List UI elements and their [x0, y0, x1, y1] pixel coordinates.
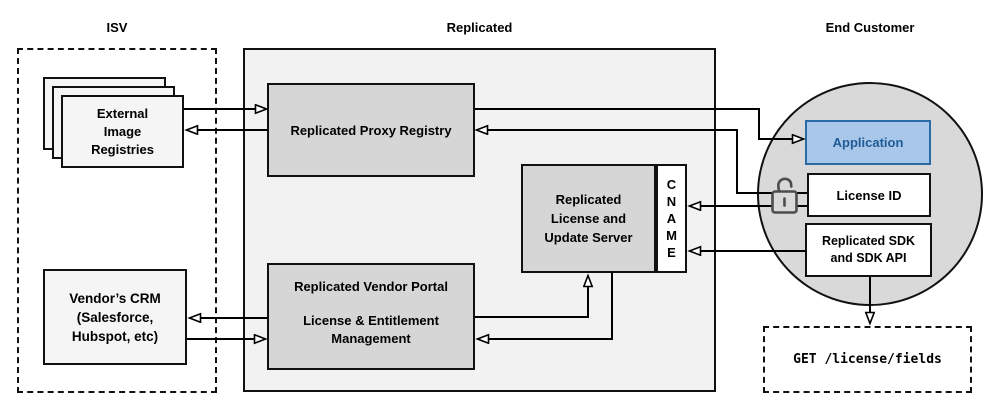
external-image-registries-node: External Image Registries: [61, 95, 184, 168]
license-update-server-label: Replicated License and Update Server: [544, 192, 633, 245]
get-license-fields-label: GET /license/fields: [793, 352, 942, 367]
get-license-fields-node: GET /license/fields: [763, 326, 972, 393]
license-update-server-node: Replicated License and Update Server: [521, 164, 656, 273]
license-id-label: License ID: [836, 187, 902, 203]
proxy-registry-label: Replicated Proxy Registry: [290, 122, 452, 138]
vendor-portal-node: Replicated Vendor Portal License & Entit…: [267, 263, 475, 370]
application-label: Application: [832, 135, 904, 150]
application-node: Application: [805, 120, 931, 165]
external-image-registries-label: External Image Registries: [91, 105, 154, 157]
vendor-crm-label: Vendor’s CRM (Salesforce, Hubspot, etc): [69, 290, 161, 344]
cname-node: C N A M E: [656, 164, 687, 273]
replicated-sdk-label: Replicated SDK and SDK API: [821, 234, 916, 265]
replicated-sdk-node: Replicated SDK and SDK API: [805, 223, 932, 277]
vendor-portal-subtitle: License & Entitlement Management: [303, 313, 439, 346]
column-header-isv: ISV: [106, 20, 128, 35]
proxy-registry-node: Replicated Proxy Registry: [267, 83, 475, 177]
vendor-portal-title: Replicated Vendor Portal: [294, 279, 448, 294]
vendor-crm-node: Vendor’s CRM (Salesforce, Hubspot, etc): [43, 269, 187, 365]
license-id-node: License ID: [807, 173, 931, 217]
cname-label: C N A M E: [666, 177, 677, 260]
column-header-end-customer: End Customer: [825, 20, 915, 35]
column-header-replicated: Replicated: [446, 20, 513, 35]
